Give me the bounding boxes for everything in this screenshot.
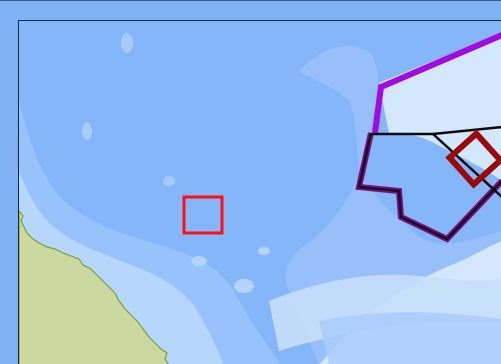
selection-marker-rotated[interactable] — [445, 129, 501, 189]
zone-boundary-purple — [372, 32, 501, 134]
shoal-1 — [121, 33, 133, 53]
shoal-5 — [258, 247, 270, 255]
shoal-6 — [191, 256, 207, 266]
zone-boundary-lower-black — [357, 132, 501, 241]
map-canvas[interactable] — [19, 21, 501, 364]
reef-streaks-lower — [319, 312, 501, 364]
selection-marker-square[interactable] — [182, 195, 224, 235]
zone-division-line-2 — [432, 133, 501, 198]
map-viewport[interactable] — [18, 20, 501, 364]
shoal-2 — [82, 122, 92, 140]
shoal-4 — [234, 279, 254, 293]
land-mass — [19, 210, 170, 364]
shoal-3 — [163, 176, 175, 186]
